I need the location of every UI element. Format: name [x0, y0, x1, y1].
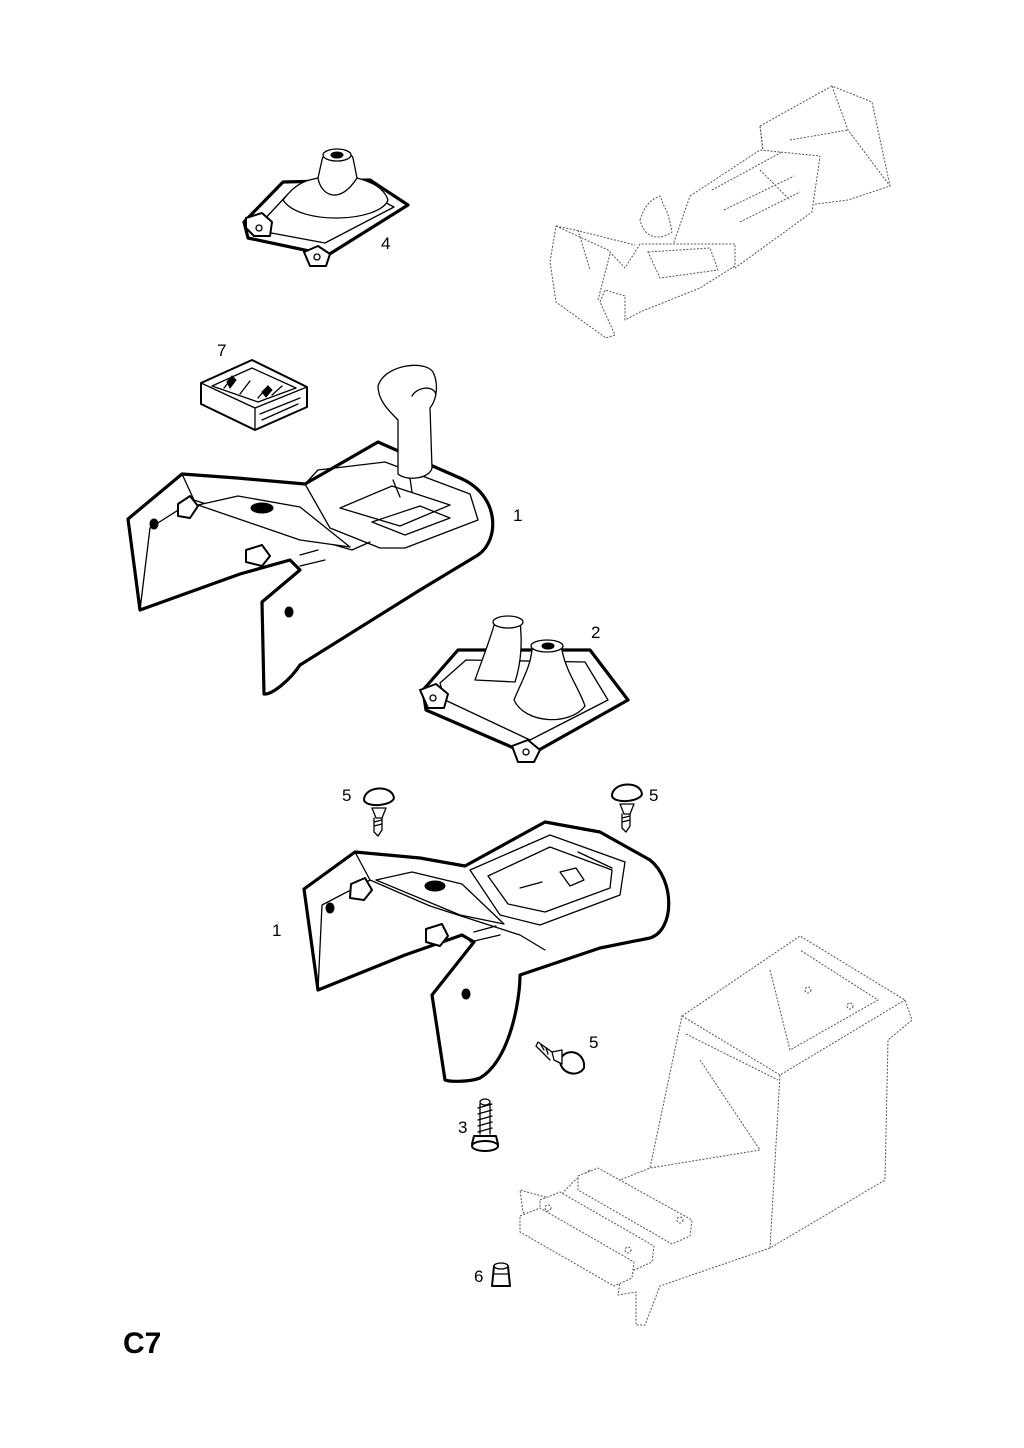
- screw-part-5-right: [611, 783, 643, 833]
- callout-2: 2: [591, 623, 600, 642]
- callout-5-left: 5: [342, 786, 351, 805]
- rear-console-reference: [519, 935, 913, 1326]
- callout-6: 6: [474, 1267, 483, 1286]
- callout-5-right: 5: [649, 786, 658, 805]
- double-gear-boot-part-2: [419, 615, 630, 763]
- plug-part-6: [491, 1262, 511, 1287]
- bolt-part-3: [471, 1098, 499, 1152]
- callout-4: 4: [381, 234, 390, 253]
- page-code: C7: [123, 1327, 161, 1360]
- callout-3: 3: [458, 1118, 467, 1137]
- screw-part-5-left: [363, 787, 395, 837]
- callout-5-bottom: 5: [589, 1033, 598, 1052]
- console-part-1-lower: [302, 820, 671, 1083]
- callout-1-lower: 1: [272, 921, 281, 940]
- callout-7: 7: [217, 341, 226, 360]
- console-assembly-reference: [549, 85, 891, 339]
- callout-1-upper: 1: [513, 506, 522, 525]
- screw-part-5-bottom: [535, 1041, 586, 1075]
- console-part-1-upper: [126, 364, 495, 696]
- gear-boot-part-4: [242, 148, 410, 267]
- switch-insert-part-7: [200, 359, 308, 431]
